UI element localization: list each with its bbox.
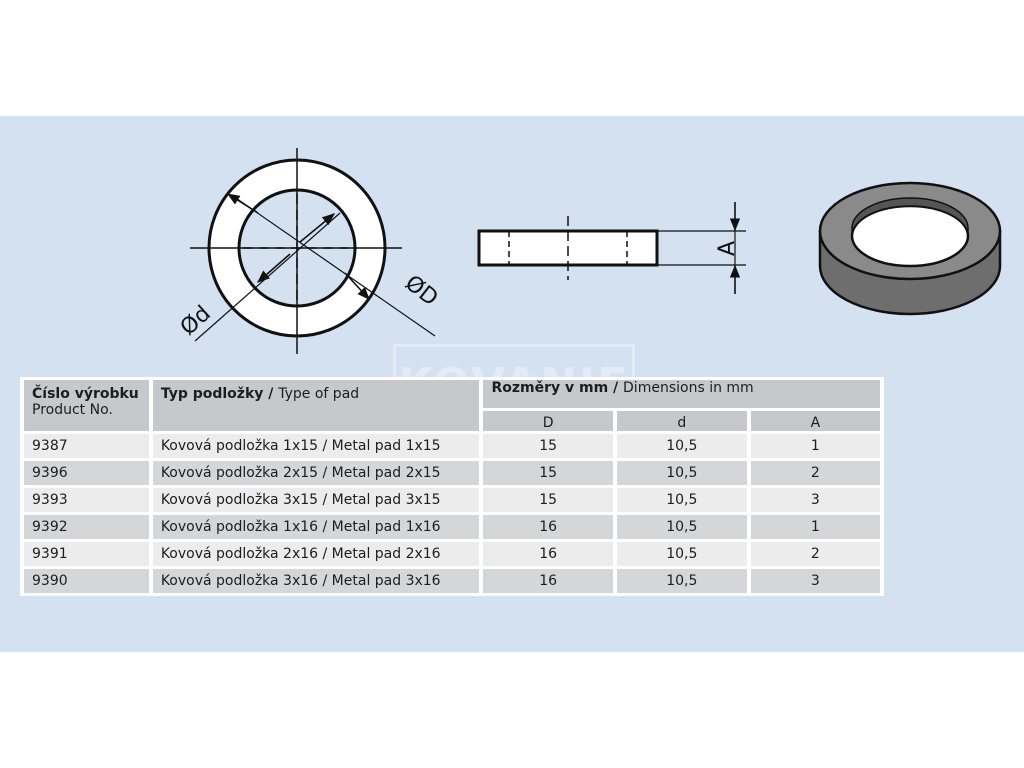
cell-d: 10,5 bbox=[616, 515, 747, 539]
cell-A: 3 bbox=[750, 569, 880, 593]
technical-drawings: Ød ØD A bbox=[176, 148, 1002, 354]
header-type: Typ podložky / Type of pad bbox=[152, 380, 480, 431]
table-row: 9391 Kovová podložka 2x16 / Metal pad 2x… bbox=[24, 542, 880, 566]
header-product-no-subtitle: Product No. bbox=[32, 402, 113, 418]
washer-front-view bbox=[190, 148, 436, 354]
cell-D: 15 bbox=[483, 434, 613, 458]
subheader-D: D bbox=[483, 411, 613, 431]
cell-d: 10,5 bbox=[616, 434, 747, 458]
cell-A: 3 bbox=[750, 488, 880, 512]
header-type-title: Typ podložky / bbox=[160, 386, 279, 402]
label-a: A bbox=[715, 241, 740, 256]
cell-type: Kovová podložka 2x15 / Metal pad 2x15 bbox=[152, 461, 480, 485]
cell-product-no: 9396 bbox=[24, 461, 149, 485]
cell-A: 2 bbox=[750, 542, 880, 566]
cell-d: 10,5 bbox=[616, 488, 747, 512]
header-dimensions-title: Rozměry v mm / bbox=[491, 380, 624, 396]
cell-D: 16 bbox=[483, 515, 613, 539]
cell-D: 16 bbox=[483, 542, 613, 566]
washer-3d-view bbox=[818, 181, 1002, 316]
cell-D: 16 bbox=[483, 569, 613, 593]
cell-d: 10,5 bbox=[616, 542, 747, 566]
cell-product-no: 9392 bbox=[24, 515, 149, 539]
table-row: 9392 Kovová podložka 1x16 / Metal pad 1x… bbox=[24, 515, 880, 539]
cell-type: Kovová podložka 1x16 / Metal pad 1x16 bbox=[152, 515, 480, 539]
table-header-row: Číslo výrobku Product No. Typ podložky /… bbox=[24, 380, 880, 431]
subheader-d: d bbox=[616, 411, 747, 431]
subheader-A: A bbox=[750, 411, 880, 431]
cell-A: 1 bbox=[750, 515, 880, 539]
washer-side-view bbox=[477, 202, 746, 294]
cell-type: Kovová podložka 1x15 / Metal pad 1x15 bbox=[152, 434, 480, 458]
cell-product-no: 9387 bbox=[24, 434, 149, 458]
table-subheader-row: D d A bbox=[24, 411, 880, 431]
cell-type: Kovová podložka 3x15 / Metal pad 3x15 bbox=[152, 488, 480, 512]
cell-A: 2 bbox=[750, 461, 880, 485]
cell-D: 15 bbox=[483, 488, 613, 512]
cell-d: 10,5 bbox=[616, 461, 747, 485]
cell-product-no: 9393 bbox=[24, 488, 149, 512]
header-dimensions: Rozměry v mm / Dimensions in mm bbox=[483, 380, 880, 408]
table-row: 9387 Kovová podložka 1x15 / Metal pad 1x… bbox=[24, 434, 880, 458]
table-row: 9393 Kovová podložka 3x15 / Metal pad 3x… bbox=[24, 488, 880, 512]
cell-A: 1 bbox=[750, 434, 880, 458]
cell-product-no: 9390 bbox=[24, 569, 149, 593]
cell-D: 15 bbox=[483, 461, 613, 485]
table-row: 9390 Kovová podložka 3x16 / Metal pad 3x… bbox=[24, 569, 880, 593]
cell-type: Kovová podložka 3x16 / Metal pad 3x16 bbox=[152, 569, 480, 593]
cell-d: 10,5 bbox=[616, 569, 747, 593]
cell-product-no: 9391 bbox=[24, 542, 149, 566]
header-product-no: Číslo výrobku Product No. bbox=[24, 380, 149, 431]
label-d-small: Ød bbox=[176, 301, 216, 341]
cell-type: Kovová podložka 2x16 / Metal pad 2x16 bbox=[152, 542, 480, 566]
header-product-no-title: Číslo výrobku bbox=[32, 386, 139, 402]
header-type-subtitle: Type of pad bbox=[278, 386, 360, 402]
label-d-large: ØD bbox=[400, 271, 442, 312]
table-row: 9396 Kovová podložka 2x15 / Metal pad 2x… bbox=[24, 461, 880, 485]
header-dimensions-subtitle: Dimensions in mm bbox=[623, 380, 754, 396]
product-table: Číslo výrobku Product No. Typ podložky /… bbox=[20, 377, 884, 596]
